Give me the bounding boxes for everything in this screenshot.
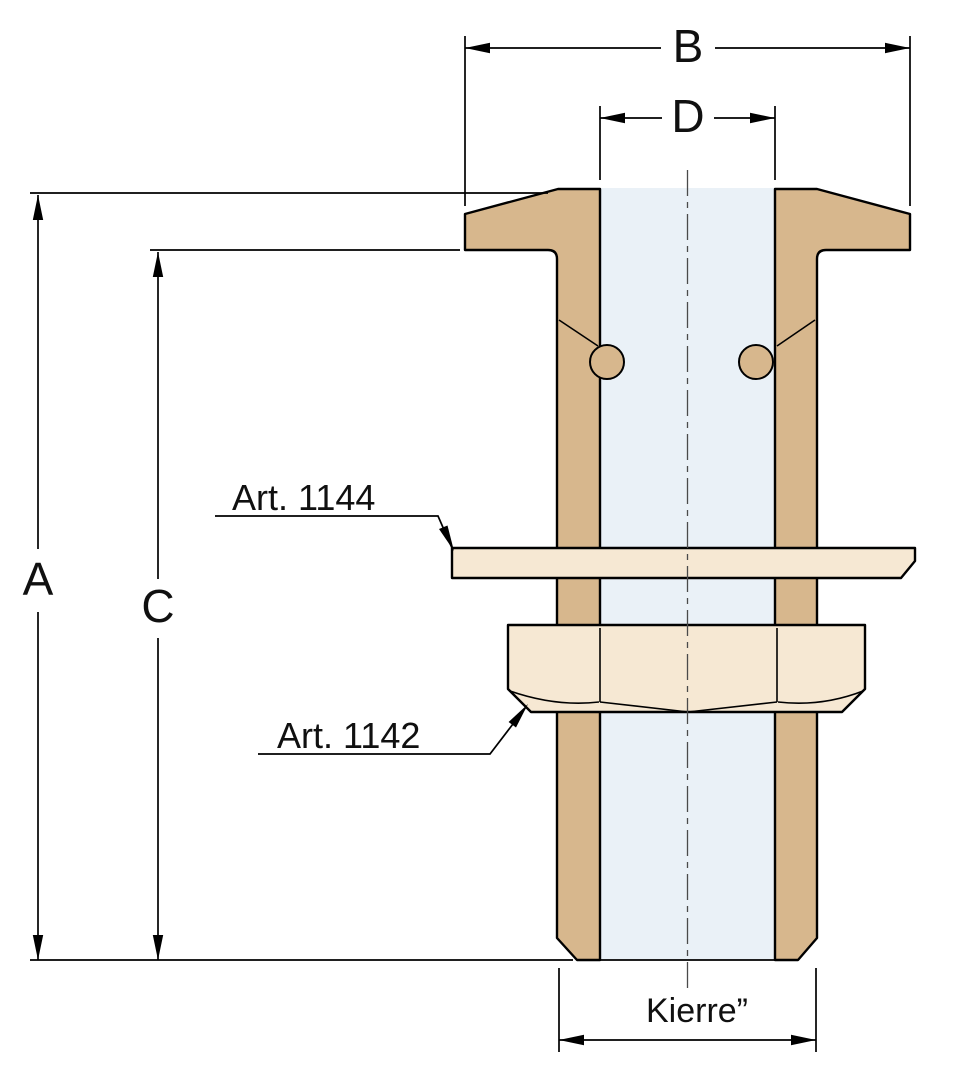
arrowhead [508, 704, 528, 728]
callout-label-washer: Art. 1144 [232, 477, 375, 518]
arrowhead [559, 1034, 584, 1046]
arrowhead [465, 42, 490, 54]
dimension-thread: Kierre” [558, 968, 817, 1052]
callout-nut: Art. 1142 [258, 704, 528, 756]
leader-line-washer [215, 515, 453, 549]
arrowhead [32, 935, 44, 960]
dimension-d: D [599, 90, 776, 180]
washer [450, 546, 917, 580]
dim-label-b: B [673, 20, 704, 72]
nut [506, 623, 867, 714]
arrowhead [152, 935, 164, 960]
arrowhead [32, 195, 44, 220]
nut-chamfer-arc-middle [599, 701, 778, 713]
thread-mark-right [776, 319, 816, 347]
dim-label-thread: Kierre” [646, 992, 748, 1030]
dimension-b: B [464, 20, 911, 206]
dimension-c: C [141, 249, 460, 960]
arrowhead [791, 1034, 816, 1046]
dim-label-c: C [141, 580, 174, 632]
fitting-body [450, 170, 917, 992]
nut-chamfer-arc-left [509, 690, 600, 704]
dim-label-a: A [23, 553, 54, 605]
drain-hole-right [738, 344, 774, 380]
dim-label-d: D [671, 90, 704, 142]
arrowhead [600, 112, 625, 124]
arrowhead [439, 525, 454, 551]
arrowhead [750, 112, 775, 124]
thread-mark-left [558, 319, 599, 347]
arrowhead [152, 252, 164, 277]
nut-chamfer-arc-right [777, 690, 864, 704]
dimension-a: A [23, 192, 573, 961]
callout-washer: Art. 1144 [215, 477, 454, 551]
arrowhead [885, 42, 910, 54]
drain-hole-left [589, 344, 625, 380]
callout-label-nut: Art. 1142 [277, 715, 420, 756]
